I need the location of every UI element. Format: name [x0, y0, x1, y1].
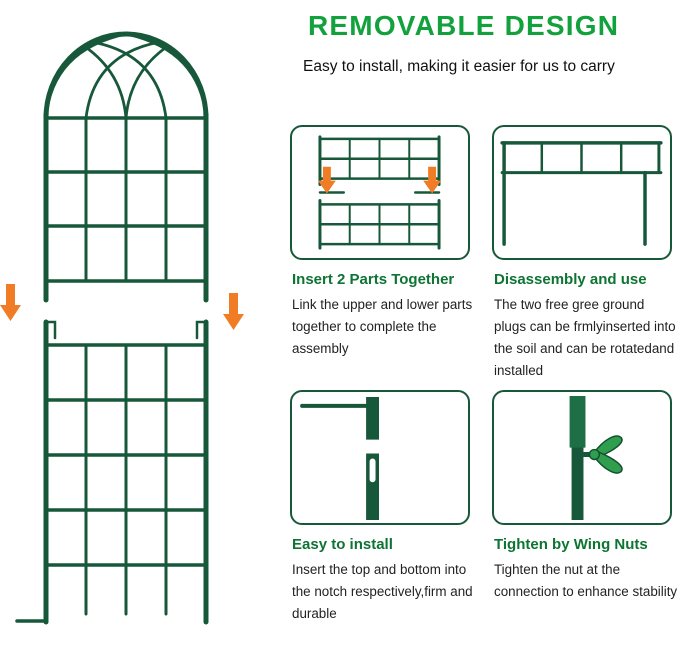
feature-heading: Tighten by Wing Nuts	[494, 536, 648, 553]
notch-slot	[369, 458, 376, 483]
feature-body: Insert the top and bottom into the notch…	[292, 562, 473, 621]
feature-body: The two free gree ground plugs can be fr…	[494, 297, 676, 378]
content-panel: REMOVABLE DESIGN Easy to install, making…	[290, 0, 679, 663]
garden-trellis-illustration	[0, 0, 270, 663]
lower-section	[15, 319, 209, 625]
mini-lower-grid	[318, 198, 441, 250]
insert-two-parts-diagram	[290, 125, 470, 260]
feature-heading: Easy to install	[292, 536, 393, 553]
connection-arrow-right	[223, 293, 244, 330]
mini-upper-grid	[318, 135, 441, 187]
feature-insert-parts: Insert 2 Parts Together Link the upper a…	[290, 125, 478, 360]
feature-easy-install: Easy to install Insert the top and botto…	[290, 390, 478, 625]
feature-heading: Disassembly and use	[494, 271, 647, 288]
notch-right	[195, 320, 208, 340]
wing-nut	[588, 435, 623, 474]
wing-nut-diagram	[492, 390, 672, 525]
notch-pole-diagram	[290, 390, 470, 525]
feature-heading: Insert 2 Parts Together	[292, 271, 455, 288]
notch-left	[44, 320, 57, 340]
connection-arrow-left	[0, 284, 21, 321]
feature-wing-nuts: Tighten by Wing Nuts Tighten the nut at …	[492, 390, 679, 603]
feature-disassembly: Disassembly and use The two free gree gr…	[492, 125, 679, 382]
feature-body: Tighten the nut at the connection to enh…	[494, 562, 678, 599]
upper-section	[43, 111, 209, 303]
trellis-svg	[0, 31, 244, 625]
mini-arrow-left	[317, 166, 336, 194]
mini-arrow-right	[423, 166, 442, 194]
arch-outline	[43, 31, 209, 121]
feature-body: Link the upper and lower parts together …	[292, 297, 473, 356]
ground-plugs-diagram	[492, 125, 672, 260]
page-title: REMOVABLE DESIGN	[308, 10, 620, 41]
page-subtitle: Easy to install, making it easier for us…	[303, 58, 615, 75]
arch-tracery	[44, 32, 208, 120]
